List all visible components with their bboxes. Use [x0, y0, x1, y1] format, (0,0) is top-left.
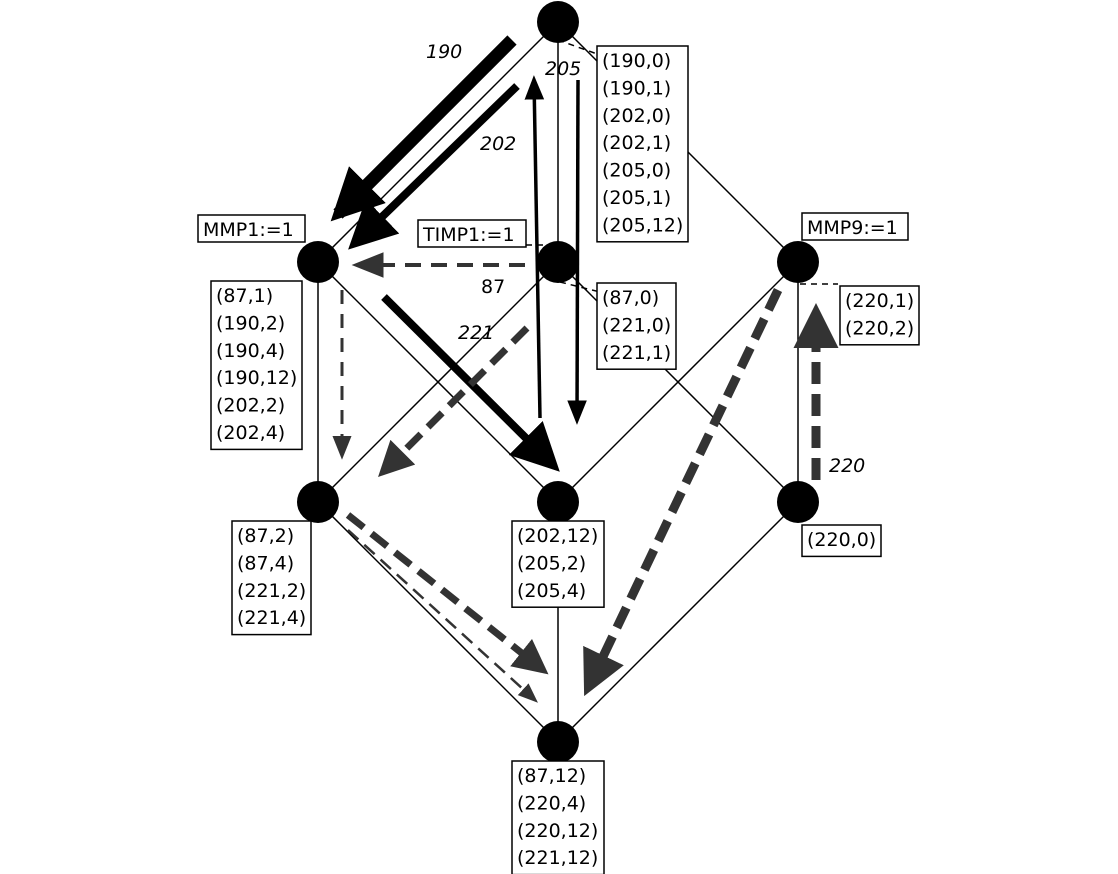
edge-label-202: 202: [480, 133, 516, 155]
state-box-bm: (202,12) (205,2) (205,4): [511, 520, 605, 608]
edge-label-220: 220: [829, 455, 865, 477]
edge-timp1-bl: [317, 261, 559, 503]
node-timp1: [537, 241, 579, 283]
state-item: (87,0): [602, 287, 659, 309]
lattice-edges: [317, 21, 799, 743]
state-item: (205,12): [602, 214, 683, 236]
state-item: (220,2): [845, 317, 914, 339]
lattice-nodes: [297, 1, 819, 763]
state-item: (221,0): [602, 314, 671, 336]
state-item: (87,4): [237, 552, 294, 574]
state-item: (205,1): [602, 187, 671, 209]
state-item: (190,12): [216, 367, 297, 389]
state-item: (190,1): [602, 77, 671, 99]
node-labels: MMP1:=1 TIMP1:=1 MMP9:=1: [197, 212, 909, 248]
label-mmp9: MMP9:=1: [807, 217, 898, 239]
state-item: (205,2): [517, 552, 586, 574]
arrow-timp1-bl: [378, 325, 530, 477]
node-bottom: [537, 721, 579, 763]
node-br: [777, 481, 819, 523]
state-box-bl: (87,2) (87,4) (221,2) (221,4): [231, 520, 312, 636]
state-item: (202,4): [216, 422, 285, 444]
edge-label-205: 205: [545, 58, 581, 80]
state-item: (87,1): [216, 285, 273, 307]
state-item: (220,1): [845, 290, 914, 312]
state-item: (221,2): [237, 580, 306, 602]
edge-mmp9-bm: [557, 261, 799, 503]
state-box-top: (190,0) (190,1) (202,0) (202,1) (205,0) (205,…: [596, 45, 689, 243]
state-item: (87,12): [517, 765, 586, 787]
state-box-br: (220,0): [801, 524, 882, 558]
transition-arrows-dashed: [332, 252, 839, 703]
state-box-bottom: (87,12) (220,4) (220,12) (221,12): [511, 760, 605, 874]
state-item: (190,4): [216, 340, 285, 362]
edge-label-87: 87: [481, 276, 505, 298]
state-item: (205,4): [517, 580, 586, 602]
state-item: (220,12): [517, 820, 598, 842]
state-item: (87,2): [237, 525, 294, 547]
state-boxes: (190,0) (190,1) (202,0) (202,1) (205,0) (205,…: [210, 45, 920, 874]
state-item: (205,0): [602, 160, 671, 182]
arrow-205: [567, 79, 587, 425]
arrow-221: [381, 294, 560, 472]
state-box-mmp9: (220,1) (220,2): [839, 285, 920, 346]
node-mmp1: [297, 241, 339, 283]
arrow-87-up: [524, 75, 545, 419]
state-item: (190,0): [602, 50, 671, 72]
node-mmp9: [777, 241, 819, 283]
leader-lines: [526, 39, 838, 293]
arrow-202: [348, 83, 520, 250]
arrow-bl-bottom-thin: [347, 529, 538, 703]
edge-label-221: 221: [458, 322, 494, 344]
state-item: (202,0): [602, 105, 671, 127]
edge-label-190: 190: [426, 41, 462, 63]
arrow-mmp9-bottom: [583, 288, 783, 697]
state-item: (221,1): [602, 342, 671, 364]
state-item: (220,0): [807, 529, 876, 551]
label-mmp1: MMP1:=1: [203, 219, 294, 241]
state-item: (202,2): [216, 395, 285, 417]
edge-br-bottom: [557, 501, 799, 743]
label-timp1: TIMP1:=1: [422, 224, 515, 246]
node-bm: [537, 481, 579, 523]
state-item: (190,2): [216, 312, 285, 334]
state-item: (221,12): [517, 847, 598, 869]
edge-labels: 190 202 205 87 221 220: [426, 41, 865, 477]
state-box-timp1: (87,0) (221,0) (221,1): [596, 282, 677, 370]
state-item: (220,4): [517, 792, 586, 814]
node-top: [537, 1, 579, 43]
arrow-190: [330, 35, 517, 222]
state-item: (202,12): [517, 525, 598, 547]
node-bl: [297, 481, 339, 523]
state-box-mmp1: (87,1) (190,2) (190,4) (190,12) (202,2) (202,…: [210, 280, 303, 451]
state-item: (202,1): [602, 132, 671, 154]
arrow-bl-bottom-thick: [345, 512, 549, 675]
transition-arrows-solid: [330, 35, 587, 472]
state-item: (221,4): [237, 607, 306, 629]
